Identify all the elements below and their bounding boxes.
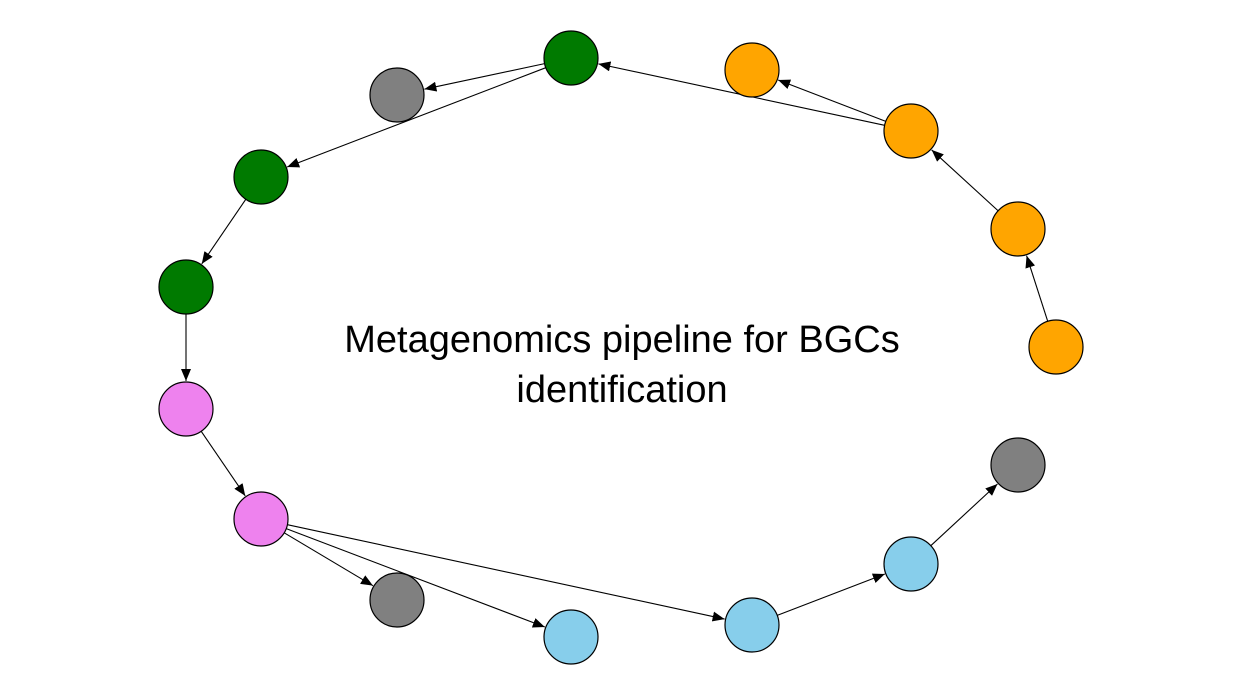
edge-pink-lower-to-gray-bottom-left xyxy=(283,532,374,587)
node-gray-bottom-left xyxy=(369,572,425,628)
node-green-left-lower xyxy=(158,259,214,315)
node-pink-lower xyxy=(233,491,289,547)
node-blue-bottom-right xyxy=(883,536,939,592)
node-orange-upper xyxy=(883,103,939,159)
node-blue-bottom-left xyxy=(543,609,599,665)
node-green-left-upper xyxy=(233,149,289,205)
edge-blue-bottom-mid-to-blue-bottom-right xyxy=(777,573,886,616)
node-gray-right xyxy=(990,437,1046,493)
edge-green-left-upper-to-green-left-lower xyxy=(201,198,247,265)
edge-orange-bottom-to-orange-mid xyxy=(1025,255,1049,322)
edge-green-top-to-green-left-upper xyxy=(286,67,546,168)
edge-blue-bottom-right-to-gray-right xyxy=(930,483,998,547)
edge-orange-upper-to-orange-top xyxy=(777,79,886,122)
edge-pink-lower-to-blue-bottom-mid xyxy=(287,524,725,622)
diagram-title-line1: Metagenomics pipeline for BGCs xyxy=(344,319,900,361)
node-green-top xyxy=(543,30,599,86)
node-blue-bottom-mid xyxy=(724,597,780,653)
node-pink-upper xyxy=(158,381,214,437)
edge-green-top-to-gray-top xyxy=(424,63,545,92)
diagram-title-line2: identification xyxy=(516,369,728,411)
edge-pink-lower-to-blue-bottom-left xyxy=(286,528,546,628)
nodes-layer xyxy=(158,30,1084,665)
node-orange-bottom xyxy=(1028,319,1084,375)
edge-pink-upper-to-pink-lower xyxy=(200,430,246,497)
node-orange-top xyxy=(724,42,780,98)
node-orange-mid xyxy=(990,201,1046,257)
node-gray-top xyxy=(369,67,425,123)
edge-orange-mid-to-orange-upper xyxy=(931,149,999,212)
edges-layer xyxy=(181,61,1049,628)
diagram-title: Metagenomics pipeline for BGCs identific… xyxy=(222,315,1022,415)
